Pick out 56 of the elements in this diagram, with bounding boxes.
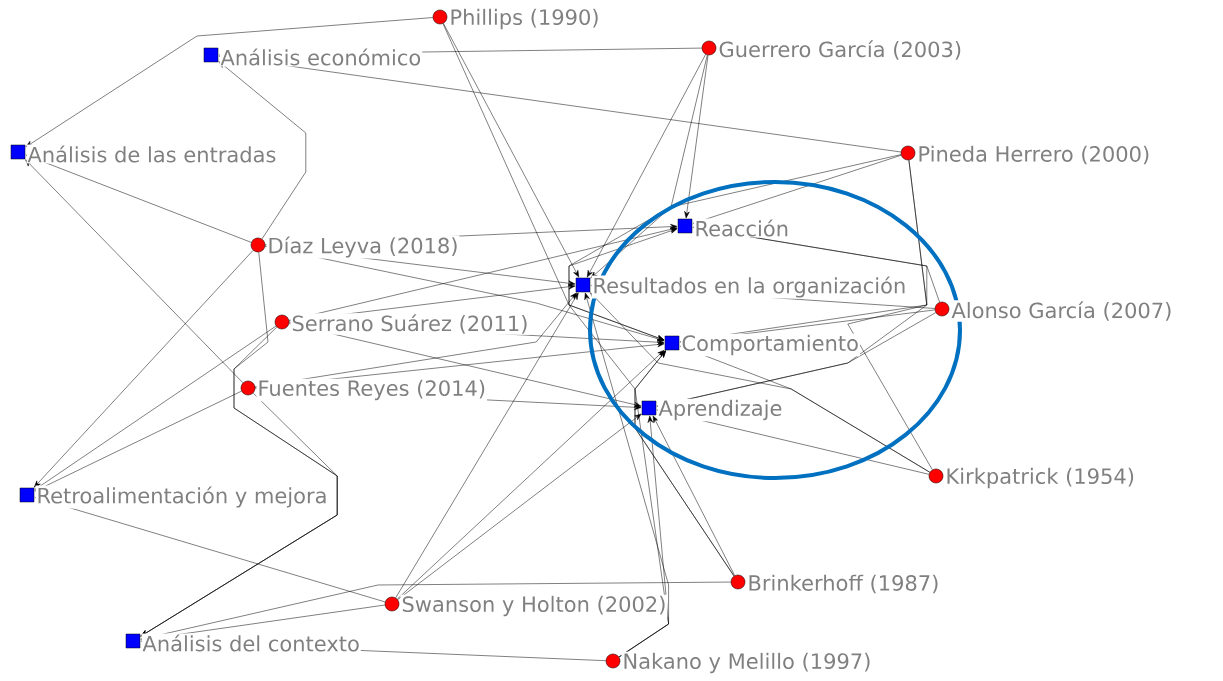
author-dot: [274, 314, 290, 330]
author-dot: [928, 468, 944, 484]
arrow: [218, 61, 307, 240]
arrow: [397, 350, 665, 600]
author-dot: [250, 237, 266, 253]
arrow: [568, 54, 708, 341]
node-label: Serrano Suárez (2011): [290, 313, 530, 335]
arrow: [34, 325, 277, 490]
node-label: Kirkpatrick (1954): [944, 466, 1136, 490]
node-label: Aprendizaje: [657, 398, 784, 422]
concept-square: [203, 47, 219, 63]
node-label: Resultados en la organización: [591, 275, 908, 299]
concept-square: [19, 487, 35, 503]
arrow: [443, 23, 580, 278]
author-dot: [605, 653, 621, 669]
node-label: Brinkerhoff (1987): [746, 573, 941, 595]
arrow: [33, 250, 254, 488]
concept-square: [641, 400, 657, 416]
concept-square: [677, 218, 693, 234]
author-dot: [730, 574, 746, 590]
node-label: Comportamiento: [680, 333, 860, 357]
author-dot: [900, 145, 916, 161]
concept-square: [575, 277, 591, 293]
node-label: Díaz Leyva (2018): [266, 235, 460, 259]
node-label: Fuentes Reyes (2014): [256, 378, 488, 402]
node-label: Nakano y Melillo (1997): [621, 651, 873, 675]
arrow: [586, 54, 706, 278]
arrow: [25, 17, 434, 148]
author-dot: [701, 40, 717, 56]
concept-square: [10, 144, 26, 160]
arrow: [652, 415, 735, 576]
arrow: [34, 390, 242, 492]
node-label: Pineda Herrero (2000): [916, 144, 1152, 166]
node-label: Reacción: [693, 218, 790, 238]
arrow: [397, 413, 642, 600]
node-label: Guerrero García (2003): [717, 39, 964, 61]
node-label: Alonso García (2007): [950, 300, 1174, 322]
node-label: Análisis del contexto: [141, 633, 361, 653]
node-label: Análisis económico: [219, 47, 423, 67]
node-label: Swanson y Holton (2002): [400, 594, 668, 618]
arrow: [618, 415, 669, 658]
node-label: Análisis de las entradas: [26, 144, 278, 164]
arrow: [684, 54, 709, 219]
arrow: [140, 581, 731, 641]
arrow: [140, 392, 338, 637]
node-label: Retroalimentación y mejora: [35, 485, 329, 509]
node-label: Phillips (1990): [448, 7, 601, 31]
author-dot: [934, 301, 950, 317]
arrow: [679, 345, 931, 473]
concept-square: [664, 335, 680, 351]
author-dot: [384, 596, 400, 612]
concept-square: [125, 633, 141, 649]
author-dot: [240, 380, 256, 396]
author-dot: [432, 9, 448, 25]
arrow: [395, 292, 579, 599]
arrow: [25, 159, 244, 384]
